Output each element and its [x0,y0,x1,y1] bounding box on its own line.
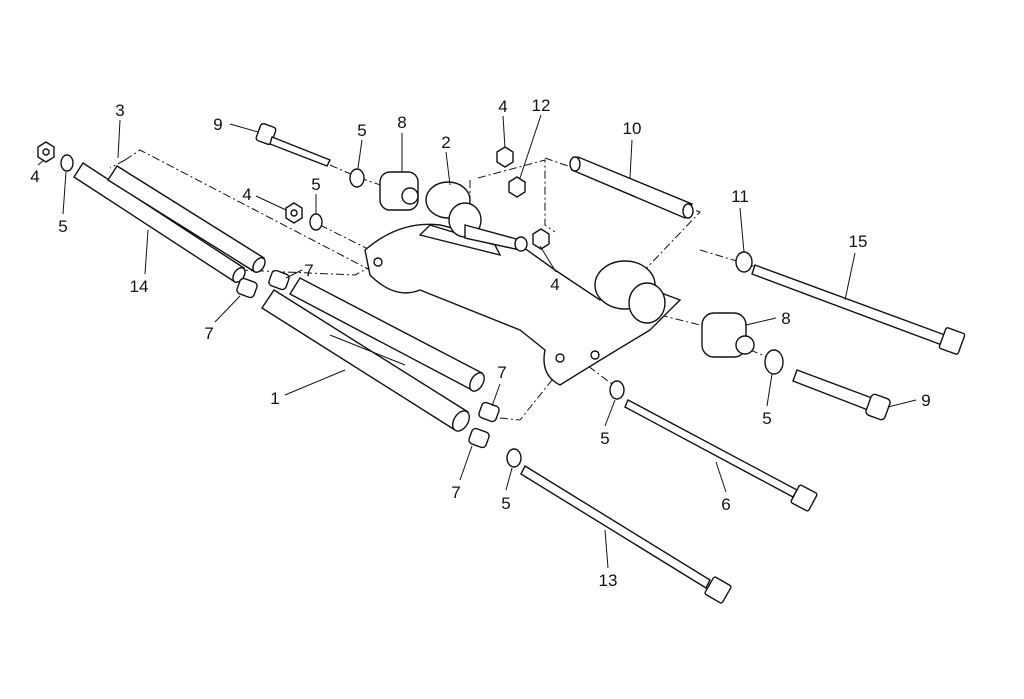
callout-5: 5 [357,121,366,140]
callout-4: 4 [550,275,559,294]
callout-1: 1 [270,389,279,408]
callout-11: 11 [731,187,749,206]
callout-4: 4 [242,185,251,204]
callout-4: 4 [30,167,39,186]
callout-5: 5 [58,217,67,236]
nuts-and-washers [37,141,784,468]
rod-3 [107,165,266,273]
callout-8: 8 [397,113,406,132]
callout-5: 5 [501,494,510,513]
callout-15: 15 [849,232,868,251]
callout-3: 3 [115,101,124,120]
callout-2: 2 [441,133,450,152]
callout-6: 6 [721,495,730,514]
callout-5: 5 [762,409,771,428]
leader-lines [37,114,917,569]
callout-9: 9 [921,391,930,410]
bushing-8-left [379,171,419,211]
callout-7: 7 [204,324,213,343]
bolt-15 [751,264,966,355]
callout-8: 8 [781,309,790,328]
callout-7: 7 [497,363,506,382]
swingarm-2 [364,181,682,386]
callout-labels: 3 9 5 8 2 4 12 10 4 5 4 5 14 7 7 11 15 4… [30,96,930,590]
callout-10: 10 [623,119,642,138]
bolt-6 [624,399,818,512]
callout-5: 5 [311,175,320,194]
rod-14 [73,162,246,283]
callout-7: 7 [304,261,313,280]
bolt-13 [520,465,732,604]
callout-12: 12 [532,96,551,115]
callout-9: 9 [213,115,222,134]
bushing-8-right [701,312,755,358]
rod-1 [261,277,485,432]
bushings-7 [236,269,500,449]
bolt-9-right [792,369,891,421]
callout-4: 4 [498,97,507,116]
callout-7: 7 [451,483,460,502]
tube-10 [569,156,694,219]
bolt-9-top [255,122,331,167]
callout-5: 5 [600,429,609,448]
callout-13: 13 [599,571,618,590]
callout-14: 14 [130,277,149,296]
